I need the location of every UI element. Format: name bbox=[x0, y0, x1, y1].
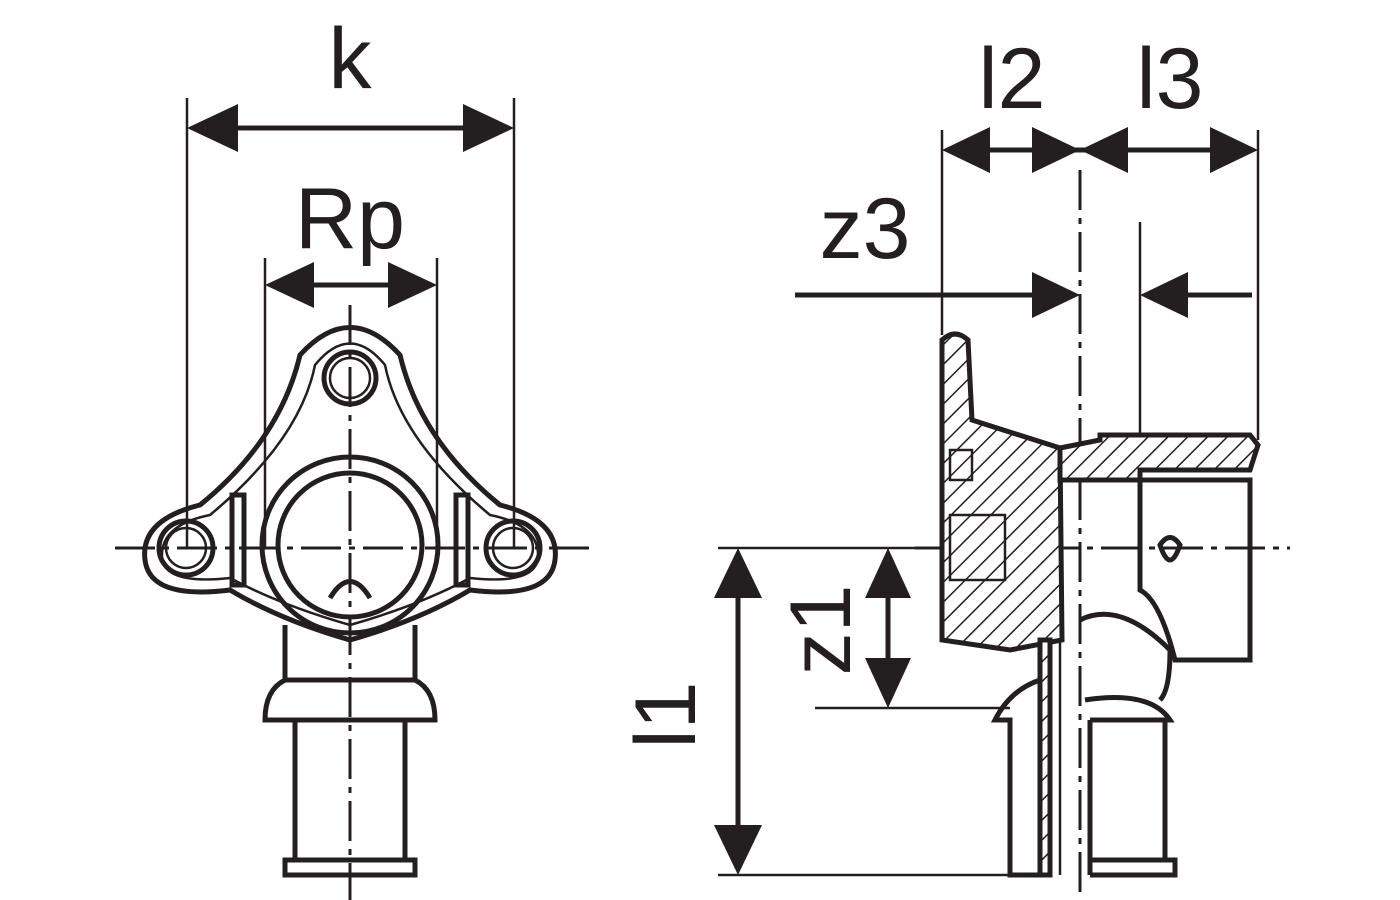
fitting-side-body bbox=[939, 331, 1261, 878]
label-k: k bbox=[329, 11, 373, 107]
dimension-z3: z3 bbox=[795, 181, 1252, 440]
dimension-l2-l3: l2 l3 bbox=[940, 31, 1260, 440]
dimension-k: k bbox=[185, 11, 516, 548]
label-l3: l3 bbox=[1137, 31, 1204, 127]
front-view: k Rp bbox=[115, 11, 590, 900]
dimension-z1: z1 bbox=[718, 546, 1010, 710]
dimension-rp: Rp bbox=[263, 171, 439, 548]
side-view: l2 l3 z3 bbox=[618, 31, 1290, 900]
label-l1: l1 bbox=[618, 682, 714, 749]
fitting-front-body bbox=[142, 325, 558, 643]
label-l2: l2 bbox=[979, 31, 1046, 127]
dimension-l1: l1 bbox=[618, 548, 1050, 877]
fitting-front-pipe bbox=[262, 625, 438, 878]
label-rp: Rp bbox=[295, 171, 405, 267]
label-z3: z3 bbox=[820, 181, 911, 277]
label-z1: z1 bbox=[773, 585, 869, 676]
